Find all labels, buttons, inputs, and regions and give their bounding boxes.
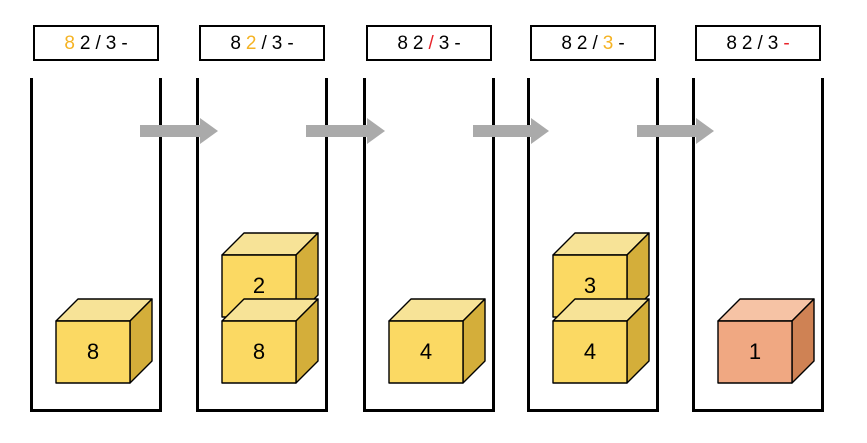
expression-token: 2 — [576, 32, 588, 54]
expression-token: - — [783, 32, 790, 54]
expression-token: / — [592, 32, 598, 54]
arrow-shaft — [140, 125, 200, 137]
stack-cube: 8 — [221, 298, 320, 385]
expression-token: 8 — [561, 32, 572, 54]
arrow-head-icon — [531, 118, 549, 144]
cube-front-face — [55, 320, 131, 384]
cube-value-label: 4 — [584, 339, 596, 364]
expression-token: 2 — [79, 32, 91, 54]
expression-token: - — [121, 32, 128, 54]
expression-token: / — [757, 32, 763, 54]
cube-value-label: 8 — [253, 339, 265, 364]
expression-token: 2 — [245, 32, 257, 54]
arrow-head-icon — [367, 118, 385, 144]
stack-cube: 4 — [388, 298, 487, 385]
stack-container-2 — [196, 78, 328, 412]
stack-container-4 — [527, 78, 659, 412]
expression-token: 8 — [64, 32, 75, 54]
stack-container-3 — [363, 78, 495, 412]
arrow-shaft — [306, 125, 367, 137]
expression-token: 2 — [741, 32, 753, 54]
expression-token: 3 — [438, 32, 450, 54]
cube-front-face — [717, 320, 793, 384]
expression-token: 2 — [412, 32, 424, 54]
expression-token: 8 — [397, 32, 408, 54]
transition-arrow-1 — [140, 118, 218, 144]
expression-token: 3 — [767, 32, 779, 54]
transition-arrow-4 — [637, 118, 714, 144]
cube-front-face — [221, 320, 297, 384]
expression-token: 3 — [105, 32, 117, 54]
arrow-head-icon — [200, 118, 218, 144]
expression-token: / — [261, 32, 267, 54]
transition-arrow-3 — [473, 118, 549, 144]
cube-value-label: 1 — [749, 339, 761, 364]
stack-container-1 — [30, 78, 162, 412]
expression-token: 3 — [602, 32, 614, 54]
expression-token: - — [287, 32, 294, 54]
expression-token: 3 — [271, 32, 283, 54]
cube-front-face — [552, 320, 628, 384]
arrow-head-icon — [696, 118, 714, 144]
cube-value-label: 3 — [584, 273, 596, 298]
cube-value-label: 4 — [420, 339, 432, 364]
expression-token: / — [428, 32, 434, 54]
expression-token: / — [95, 32, 101, 54]
stack-cube: 2 — [221, 232, 320, 319]
expression-token: 8 — [230, 32, 241, 54]
expression-token: - — [454, 32, 461, 54]
cube-front-face — [388, 320, 464, 384]
cube-value-label: 8 — [87, 339, 99, 364]
cube-value-label: 2 — [253, 273, 265, 298]
arrow-shaft — [637, 125, 696, 137]
arrow-shaft — [473, 125, 531, 137]
expression-token: - — [618, 32, 625, 54]
stack-cube: 8 — [55, 298, 154, 385]
expression-token: 8 — [726, 32, 737, 54]
stack-container-5 — [692, 78, 824, 412]
stack-cube: 4 — [552, 298, 651, 385]
transition-arrow-2 — [306, 118, 385, 144]
stack-cube: 1 — [717, 298, 816, 385]
